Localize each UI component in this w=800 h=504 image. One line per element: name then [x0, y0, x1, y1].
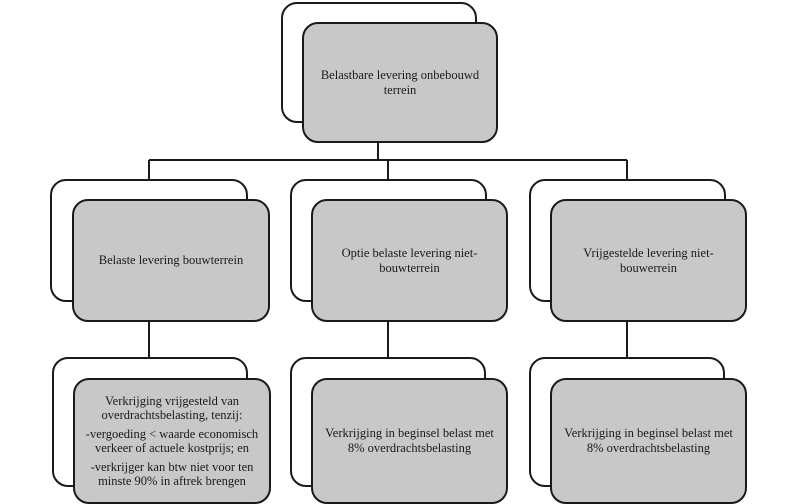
detail-node-3: Verkrijging in beginsel belast met 8% ov… — [550, 378, 747, 504]
branch-node-2-label: Optie belaste levering niet-bouwterrein — [341, 245, 478, 275]
detail-node-3-text: Verkrijging in beginsel belast met 8% ov… — [564, 426, 733, 455]
detail-node-1-condition-1: -vergoeding < waarde economisch verkeer … — [85, 426, 259, 456]
branch-node-2: Optie belaste levering niet-bouwterrein — [311, 199, 508, 322]
detail-node-1-intro: Verkrijging vrijgesteld van overdrachtsb… — [101, 393, 243, 423]
detail-node-2-text: Verkrijging in beginsel belast met 8% ov… — [325, 426, 494, 455]
root-node-label: Belastbare levering onbebouwd terrein — [320, 67, 480, 97]
root-node: Belastbare levering onbebouwd terrein — [302, 22, 498, 143]
branch-node-1: Belaste levering bouwterrein — [72, 199, 270, 322]
detail-node-1-condition-2: -verkrijger kan btw niet voor ten minste… — [90, 459, 254, 489]
detail-node-1: Verkrijging vrijgesteld van overdrachtsb… — [73, 378, 271, 504]
branch-node-3-label: Vrijgestelde levering niet-bouwerrein — [583, 245, 714, 275]
detail-node-2: Verkrijging in beginsel belast met 8% ov… — [311, 378, 508, 504]
branch-node-1-label: Belaste levering bouwterrein — [98, 253, 244, 267]
branch-node-3: Vrijgestelde levering niet-bouwerrein — [550, 199, 747, 322]
